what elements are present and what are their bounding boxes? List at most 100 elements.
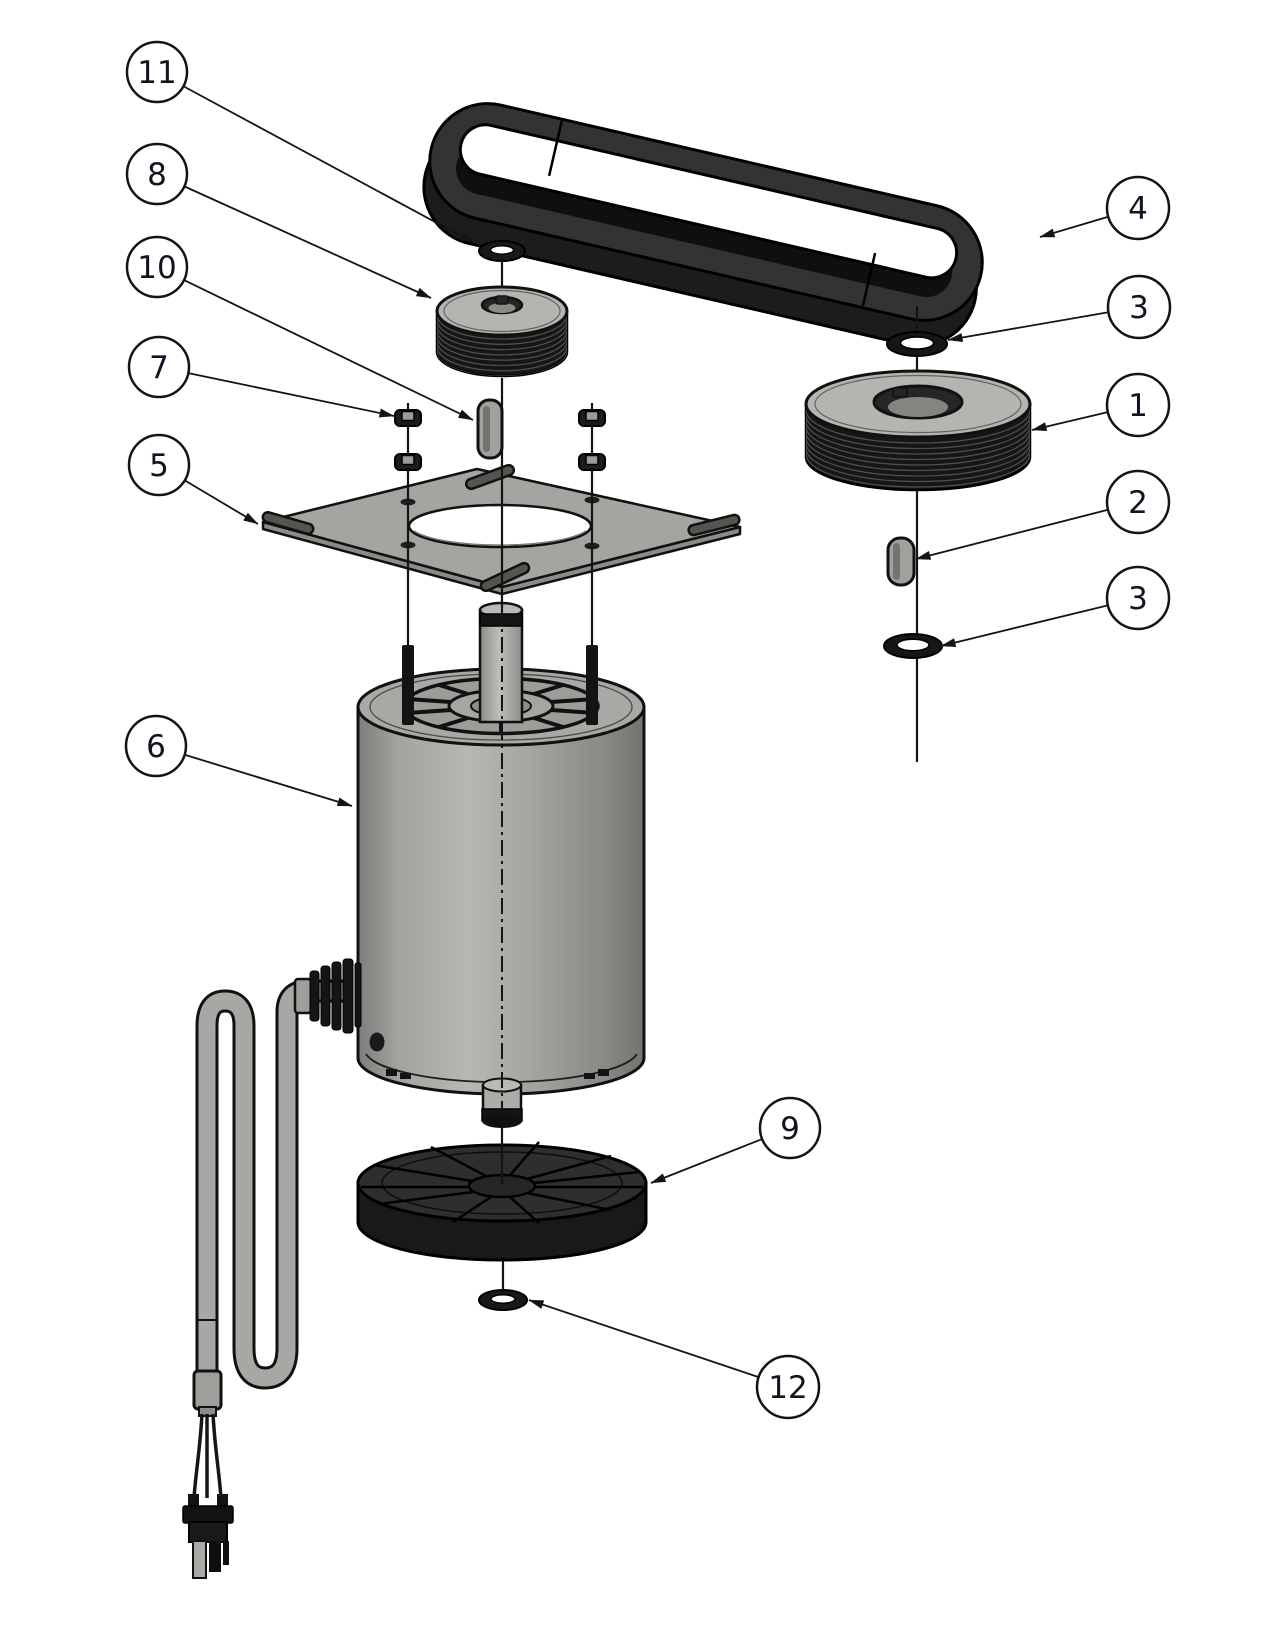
balloon-circle [1105, 469, 1171, 535]
shaft-stub-end [482, 1114, 522, 1128]
pulley-small-rim-line [443, 289, 561, 333]
cable-gland-ring [342, 958, 354, 1034]
wire [192, 1413, 204, 1499]
balloon-circle [127, 433, 191, 497]
fan-blade-line [378, 1190, 474, 1206]
cable-sleeve [192, 1369, 223, 1411]
fan-blade-line [509, 1196, 540, 1224]
callout-9: 9 [650, 1096, 822, 1184]
groove-line [437, 320, 567, 345]
fan-blade-line [372, 1163, 473, 1183]
leader-line [183, 185, 432, 299]
nut-top-face [585, 454, 599, 466]
fan-blades [361, 1141, 643, 1224]
callout-11: 11 [125, 40, 475, 244]
callout-2: 2 [915, 469, 1171, 560]
washer-11 [478, 240, 526, 262]
balloon-number: 3 [1128, 581, 1148, 617]
washer-12 [478, 1289, 528, 1311]
mounting-stud-left [402, 645, 414, 725]
fan-blade-line [526, 1154, 612, 1181]
plate-center-hole [407, 503, 593, 549]
groove-line [806, 409, 1030, 444]
balloon-number: 4 [1128, 191, 1148, 227]
balloon-number: 5 [149, 448, 169, 484]
callout-10: 10 [125, 235, 474, 421]
motor-drain-hole [369, 1032, 385, 1052]
balloon-number: 10 [137, 250, 176, 286]
groove-line [437, 314, 567, 340]
plug-body [188, 1521, 228, 1543]
groove-line [806, 431, 1030, 466]
hex-nut [394, 409, 422, 427]
cable-gland-ring [354, 962, 362, 1028]
groove-line [806, 448, 1030, 483]
balloon-number: 7 [149, 350, 169, 386]
groove-line [806, 437, 1030, 472]
power-cable [182, 958, 362, 1579]
fan-blade-line [509, 1141, 540, 1176]
fan-blade-line [430, 1145, 487, 1178]
leader-line [915, 508, 1109, 560]
motor-bottom-tab [386, 1069, 397, 1076]
pulley-small-grooves [437, 314, 567, 376]
groove-line [437, 330, 567, 356]
groove-line [806, 420, 1030, 455]
groove-line [437, 325, 567, 351]
leader-line [650, 1138, 763, 1184]
end-bell-spoke [406, 708, 452, 715]
motor-bottom-tab [584, 1073, 595, 1079]
callout-5: 5 [127, 433, 259, 525]
balloon-circle [755, 1354, 821, 1420]
balloon-circle [125, 142, 189, 206]
key-body [886, 536, 916, 587]
leader-line [947, 311, 1109, 342]
fan-blade-line [533, 1170, 640, 1185]
balloon-circle [125, 235, 189, 299]
end-bell-spoke [533, 716, 564, 729]
cable-conduit [198, 982, 346, 1387]
plug-flange [182, 1505, 234, 1524]
washer-hole [899, 336, 935, 350]
nut-top-face [585, 410, 599, 422]
leader-line [188, 372, 395, 418]
groove-line [806, 442, 1030, 477]
pulley-small [435, 285, 569, 378]
belt-opening [458, 123, 959, 280]
plug-wire-boot [217, 1494, 228, 1508]
plug-pin-small [223, 1541, 229, 1565]
leader-line [184, 479, 259, 525]
leader-line [940, 604, 1109, 647]
end-bell-spoke [438, 683, 469, 696]
balloon-number: 3 [1129, 290, 1149, 326]
callout-3: 3 [947, 274, 1172, 342]
end-bell-spoke [438, 716, 469, 729]
hex-nut [394, 453, 422, 471]
end-bell-spoke [533, 683, 564, 696]
callout-6: 6 [124, 714, 353, 807]
balloon-number: 1 [1128, 388, 1148, 424]
fan-blade-line [452, 1195, 492, 1224]
balloon-circle [1105, 175, 1171, 241]
plate-hole-inner-edge [413, 530, 587, 546]
fan-blade-line [526, 1191, 612, 1212]
key-shading [483, 406, 490, 452]
callout-3: 3 [940, 565, 1171, 647]
nut-top-face [401, 454, 415, 466]
groove-line [806, 453, 1030, 488]
cable-gland-ring [320, 965, 331, 1027]
leader-line [528, 1299, 759, 1378]
balloon-number: 8 [147, 157, 167, 193]
callout-12: 12 [528, 1299, 821, 1420]
key-shading [893, 543, 900, 580]
cable-conduit-outline [195, 979, 346, 1390]
nut-top-face [401, 410, 415, 422]
washer-3-top [886, 331, 948, 357]
plate-slot-right [687, 513, 741, 537]
cable-gland-ring [331, 961, 342, 1031]
pulley-large [804, 369, 1032, 492]
balloon-circle [127, 335, 191, 399]
